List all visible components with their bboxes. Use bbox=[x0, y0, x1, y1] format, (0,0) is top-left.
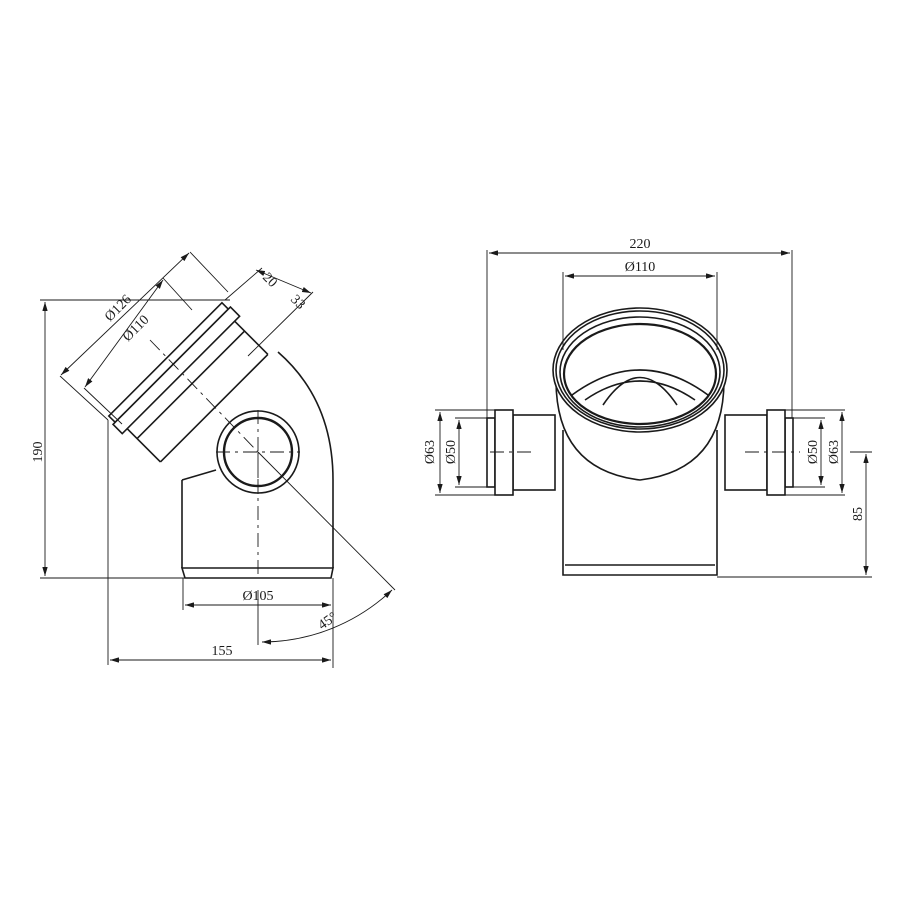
height-label: 190 bbox=[31, 442, 46, 463]
width-label: 155 bbox=[212, 644, 233, 659]
left-outer-label: Ø63 bbox=[423, 440, 438, 464]
branch-height-label: 85 bbox=[851, 507, 866, 521]
angle-label: 45° bbox=[316, 610, 341, 634]
side-view: 45° 190 Ø105 155 Ø126 Ø110 20 33 bbox=[31, 251, 396, 668]
left-inner-label: Ø50 bbox=[444, 440, 459, 464]
body-outline bbox=[181, 480, 334, 568]
right-branch bbox=[724, 409, 794, 496]
front-width-label: 220 bbox=[630, 237, 651, 252]
elbow-curve bbox=[277, 351, 334, 481]
bottom-band bbox=[180, 567, 334, 579]
front-socket-label: Ø110 bbox=[625, 260, 656, 275]
left-branch bbox=[486, 409, 556, 496]
right-outer-label: Ø63 bbox=[827, 440, 842, 464]
socket-inner-label: Ø110 bbox=[120, 313, 152, 345]
angle-dimension bbox=[261, 589, 393, 645]
front-view: 220 Ø110 Ø63 Ø50 Ø50 Ø63 85 bbox=[423, 237, 872, 578]
socket-depth-label: 33 bbox=[287, 292, 308, 313]
right-inner-label: Ø50 bbox=[806, 440, 821, 464]
ring-label: 20 bbox=[259, 270, 280, 291]
bottom-diameter-label: Ø105 bbox=[242, 589, 273, 604]
